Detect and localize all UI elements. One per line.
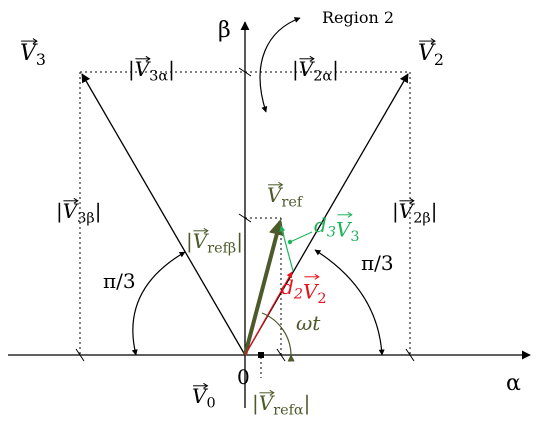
v3-alpha-magnitude: |V3α|: [128, 55, 175, 84]
vref-beta-magnitude: |Vrefβ|: [186, 227, 243, 256]
v2-alpha-magnitude: |V2α|: [292, 55, 339, 84]
left-pi-arc: [131, 251, 186, 356]
svg-text:|Vrefα|: |Vrefα|: [252, 391, 310, 418]
vref-label-base: V: [267, 183, 284, 207]
svg-text:V0: V0: [192, 384, 216, 411]
v2-alpha-magnitude-base: V: [299, 57, 316, 81]
vref-label: Vref: [267, 181, 304, 210]
d2v2-label: d2V2: [281, 273, 327, 307]
vref-alpha-magnitude: |Vrefα|: [252, 389, 310, 418]
svg-text:|V2β|: |V2β|: [392, 199, 437, 226]
region-label: Region 2: [322, 8, 394, 27]
left-pi-label: π/3: [103, 269, 136, 293]
d3v3-pointer: [289, 231, 313, 243]
vref-alpha-magnitude-base: V: [259, 391, 276, 415]
dashed-guides: [79, 71, 411, 378]
d3v3-vector: [279, 225, 294, 272]
region-2-pointer: [259, 17, 301, 113]
v2-beta-magnitude: |V2β|: [392, 197, 437, 226]
d3v3-label: d3V3: [314, 211, 360, 245]
vref-beta-magnitude-base: V: [193, 229, 210, 253]
svg-text:V3: V3: [20, 41, 46, 69]
svg-text:d3V3: d3V3: [314, 213, 360, 245]
right-pi-arc: [314, 249, 385, 356]
right-pi-label: π/3: [361, 251, 394, 275]
v3-beta-magnitude-base: V: [63, 199, 80, 223]
beta-label: β: [218, 18, 231, 43]
vref-vector: [243, 218, 285, 356]
v2-label-base: V: [418, 41, 436, 66]
v3-label: V3: [20, 38, 46, 69]
axes: [8, 21, 531, 408]
svg-text:|Vrefβ|: |Vrefβ|: [186, 229, 243, 256]
v3-vector: [81, 73, 246, 356]
omega-t-arc: [261, 312, 295, 362]
d2v2-vector: [244, 271, 293, 356]
d3v3-pointer-dot: [287, 239, 293, 245]
v0-label: V0: [192, 382, 216, 411]
d2v2-label-coef: d: [281, 275, 294, 299]
svg-text:|V3α|: |V3α|: [128, 57, 175, 84]
svg-text:|V3β|: |V3β|: [56, 199, 101, 226]
v2-label: V2: [418, 38, 444, 69]
v3-alpha-magnitude-base: V: [135, 57, 152, 81]
svg-text:d2V2: d2V2: [281, 275, 327, 307]
vref-alpha-marker: [258, 352, 264, 358]
svg-text:V2: V2: [418, 41, 444, 69]
v3-label-base: V: [20, 41, 38, 66]
svg-text:|V2α|: |V2α|: [292, 57, 339, 84]
alpha-label: α: [506, 371, 521, 396]
axis-ticks: [75, 67, 415, 362]
v0-label-base: V: [192, 384, 209, 408]
v2-beta-magnitude-base: V: [399, 199, 416, 223]
d2v2-label-base: V: [303, 279, 320, 303]
origin-label: 0: [237, 365, 250, 389]
d3v3-label-coef: d: [314, 213, 327, 237]
svg-text:Vref: Vref: [267, 183, 304, 210]
v3-beta-magnitude: |V3β|: [56, 197, 101, 226]
labels: Region 2 β α 0 π/3 π/3 ωt: [103, 8, 521, 396]
omega-t-label: ωt: [296, 311, 321, 335]
d3v3-label-base: V: [336, 217, 353, 241]
